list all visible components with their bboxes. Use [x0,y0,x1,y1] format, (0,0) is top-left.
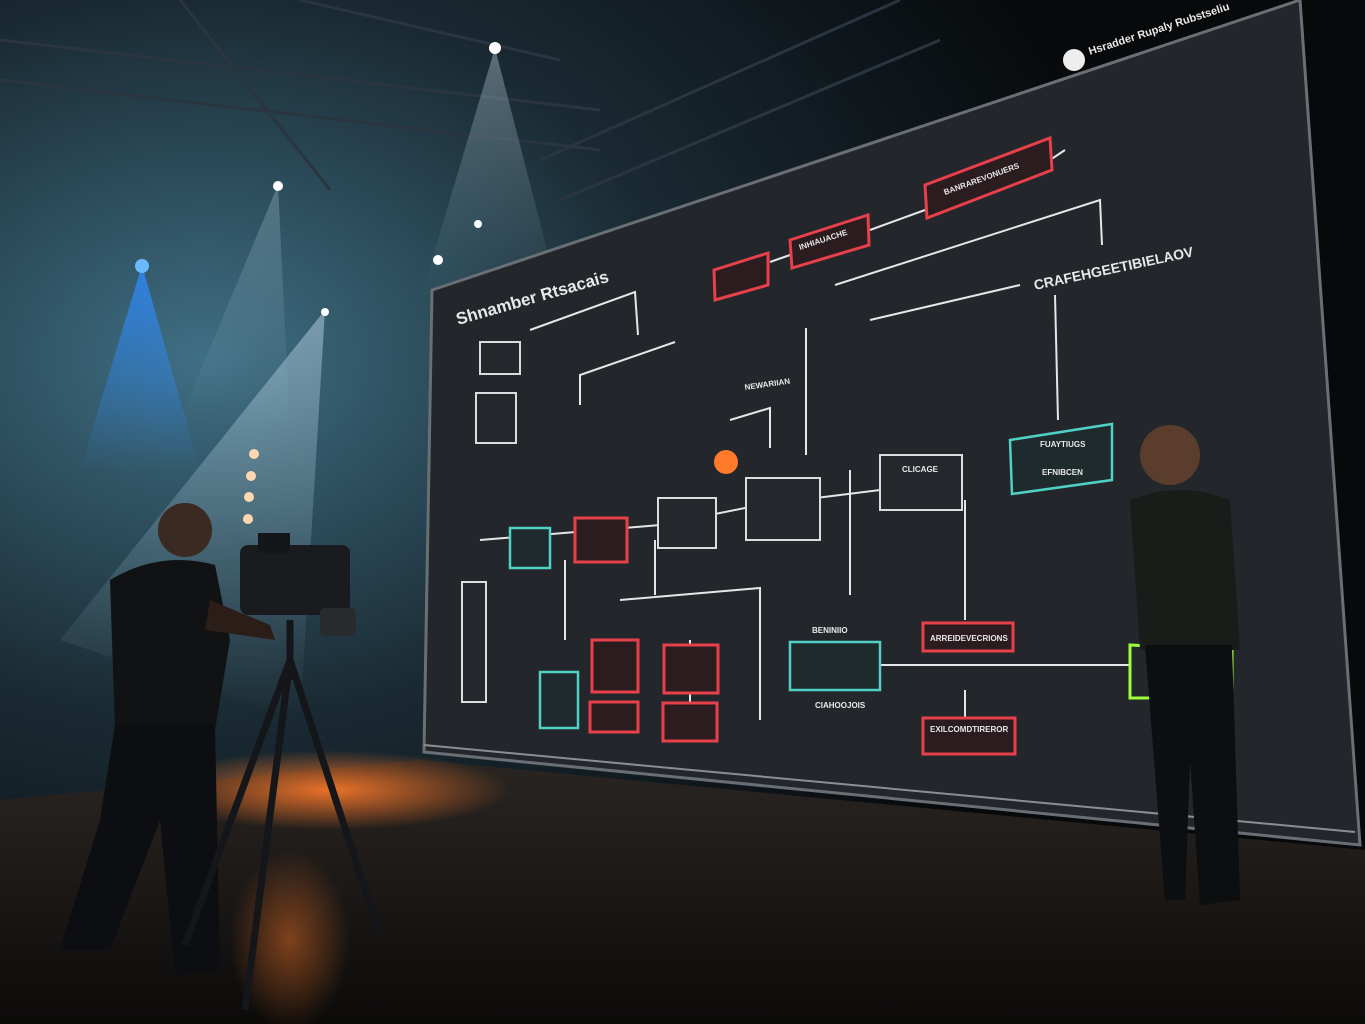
projection-screen [422,0,1362,847]
lighting-truss [0,0,941,202]
spotlights [135,42,501,524]
spotlight-beam-blue [80,265,200,470]
spotlight-beam [420,48,560,300]
diagram-label: CLICAGE [902,465,939,474]
diagram-label: BENINIIO [812,626,848,635]
video-camera-on-tripod [181,533,384,1011]
logo-icon [1063,49,1085,71]
diagram-label: FUAYTIUGS [1040,440,1086,449]
diagram-label: EXILCOMDTIREROR [930,725,1008,734]
camera-operator [60,503,275,975]
diagram-boxes-teal [508,422,1114,730]
spotlight-beam [180,185,290,430]
diagram-label: ARREIDEVECRIONS [930,634,1008,643]
diagram-boxes-white [461,341,963,703]
diagram-boxes-red [573,135,1054,756]
diagram-node-orange [714,450,738,474]
diagram-label: CIAHOOJOIS [815,701,866,710]
diagram-label: EFNIBCEN [1042,468,1083,477]
presenter [1130,425,1240,905]
